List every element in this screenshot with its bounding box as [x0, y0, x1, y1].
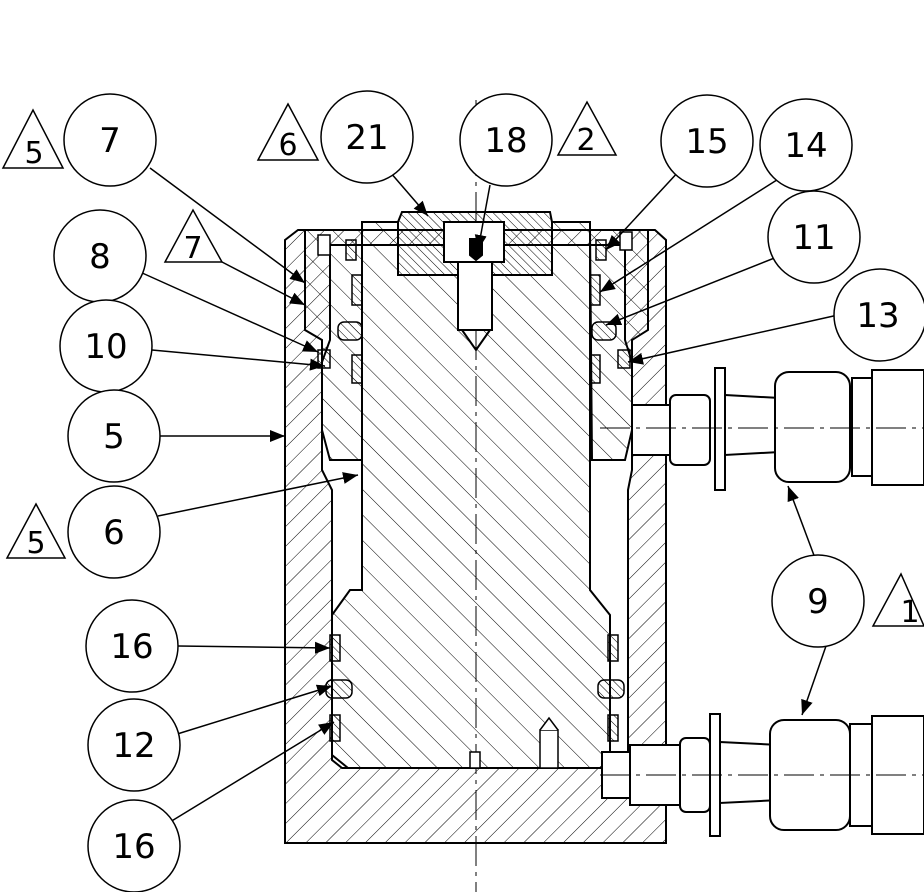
- balloon-13: 13: [833, 268, 924, 362]
- balloon-21: 21: [320, 90, 414, 184]
- revision-triangle-6: 6: [256, 102, 320, 163]
- svg-text:21: 21: [345, 118, 388, 158]
- balloon-11: 11: [767, 190, 861, 284]
- balloon-10: 10: [59, 299, 153, 393]
- svg-text:8: 8: [89, 237, 111, 277]
- revision-triangle-5-lower: 5: [5, 502, 67, 561]
- svg-text:5: 5: [24, 136, 43, 171]
- svg-text:15: 15: [685, 122, 728, 162]
- balloon-16-upper: 16: [85, 599, 179, 693]
- balloon-18: 18: [459, 93, 553, 187]
- svg-text:6: 6: [103, 513, 125, 553]
- balloon-16-lower: 16: [87, 799, 181, 892]
- svg-text:6: 6: [278, 128, 297, 163]
- revision-triangle-1: 1: [871, 572, 924, 630]
- balloon-15: 15: [660, 94, 754, 188]
- revision-triangle-7: 7: [163, 208, 224, 266]
- balloon-8: 8: [53, 209, 147, 303]
- svg-text:5: 5: [103, 417, 125, 457]
- balloon-7: 7: [63, 93, 157, 187]
- balloon-5: 5: [67, 389, 161, 483]
- balloon-6: 6: [67, 485, 161, 579]
- svg-text:16: 16: [110, 627, 153, 667]
- revision-triangle-5-upper: 5: [1, 108, 65, 171]
- svg-text:11: 11: [792, 218, 835, 258]
- svg-text:5: 5: [26, 526, 45, 561]
- svg-text:14: 14: [784, 126, 827, 166]
- svg-text:9: 9: [807, 582, 829, 622]
- revision-triangle-2: 2: [556, 100, 618, 158]
- coupler-upper: [600, 367, 924, 491]
- svg-text:16: 16: [112, 827, 155, 867]
- svg-text:12: 12: [112, 726, 155, 766]
- svg-text:18: 18: [484, 121, 527, 161]
- svg-text:7: 7: [183, 231, 202, 266]
- svg-text:13: 13: [856, 296, 899, 336]
- svg-text:1: 1: [900, 595, 919, 630]
- svg-text:7: 7: [99, 121, 121, 161]
- leader-lines: [139, 167, 839, 823]
- balloon-14: 14: [759, 98, 853, 192]
- balloon-9: 9: [771, 554, 865, 648]
- svg-text:10: 10: [84, 327, 127, 367]
- coupler-lower: [600, 713, 924, 837]
- balloon-12: 12: [87, 698, 181, 792]
- svg-text:2: 2: [576, 123, 595, 158]
